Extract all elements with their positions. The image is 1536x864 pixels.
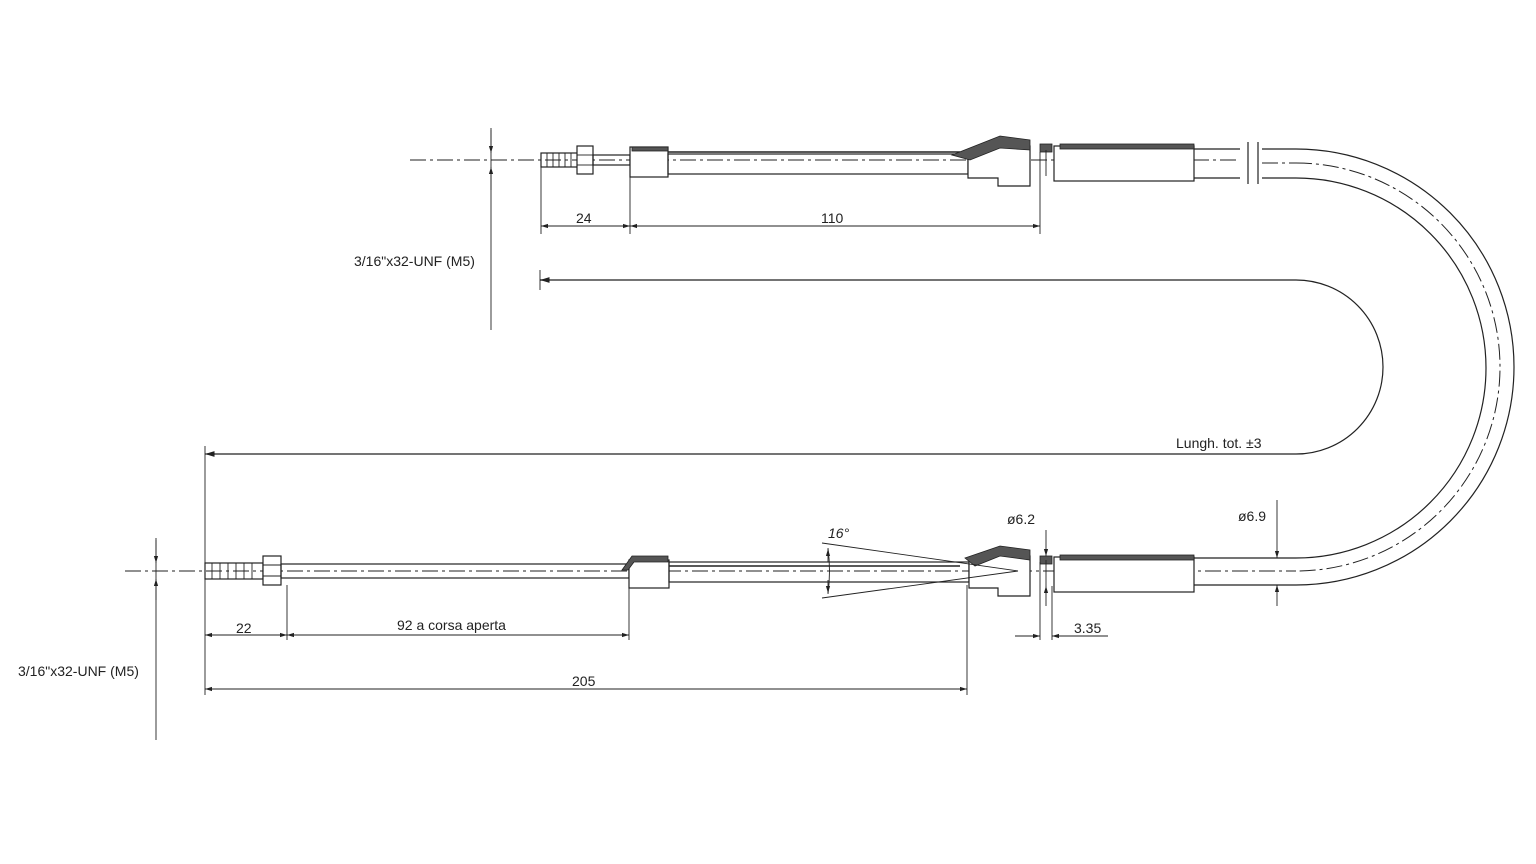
- top-thread-spec-label: 3/16"x32-UNF (M5): [354, 253, 475, 269]
- top-dimensions: 3/16"x32-UNF (M5) 24 110: [354, 128, 1041, 330]
- total-length-label: Lungh. tot. ±3: [1176, 435, 1262, 451]
- top-nut: [576, 145, 594, 175]
- top-dim-110-label: 110: [821, 210, 844, 226]
- dia-62-label: ø6.2: [1007, 511, 1035, 527]
- top-inner-rod: [667, 153, 969, 175]
- bottom-sheath-ferrule: [1053, 556, 1195, 593]
- top-sliding-sleeve: [629, 146, 669, 178]
- cable-inner-edge: [1295, 177, 1487, 559]
- bottom-thread-spec-label: 3/16"x32-UNF (M5): [18, 663, 139, 679]
- cable-bend: [1295, 148, 1515, 586]
- top-dim-24-label: 24: [576, 210, 592, 226]
- bottom-sliding-sleeve: [628, 559, 670, 589]
- cable-centerline: [1295, 162, 1501, 572]
- cable-outer-edge: [1295, 148, 1515, 586]
- top-cable-end-assembly: [410, 135, 1296, 187]
- bottom-dimensions: 3/16"x32-UNF (M5) 22 92 a corsa aperta 2…: [18, 446, 1280, 740]
- top-sheath-ferrule: [1053, 145, 1195, 182]
- total-length-dimension: Lungh. tot. ±3: [205, 270, 1384, 457]
- bottom-nut: [262, 555, 282, 586]
- bottom-dim-92-label: 92 a corsa aperta: [397, 617, 506, 633]
- bottom-dim-22-label: 22: [236, 620, 252, 636]
- bottom-cable-end-assembly: [125, 545, 1296, 597]
- bottom-dim-335-label: 3.35: [1074, 620, 1101, 636]
- dia-69-label: ø6.9: [1238, 508, 1266, 524]
- angle-16-label: 16°: [828, 525, 850, 541]
- bottom-dim-205-label: 205: [572, 673, 596, 689]
